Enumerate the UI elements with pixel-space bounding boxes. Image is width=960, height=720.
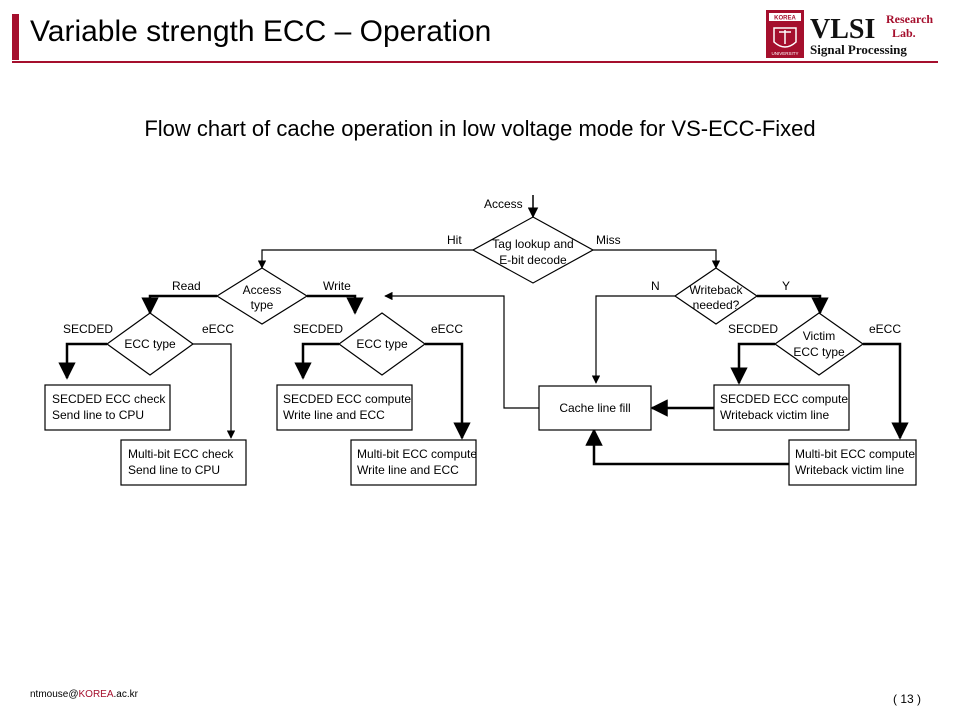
write-secded-arrow — [294, 342, 339, 380]
logo-signal-text: Signal Processing — [810, 42, 907, 57]
vlsi-lab-logo: KOREA UNIVERSITY VLSI Research Lab. Sign… — [766, 10, 933, 58]
slide-title: Variable strength ECC – Operation — [30, 15, 492, 48]
victim-secded-arrow — [730, 342, 775, 385]
secded-check-line2: Send line to CPU — [52, 408, 144, 422]
victim-ecc-type-diamond — [773, 312, 865, 376]
read-arrow — [141, 294, 217, 315]
write-arrow — [307, 294, 364, 315]
hit-arrow — [257, 249, 473, 269]
secded-compute-wb-line2: Writeback victim line — [720, 408, 829, 422]
fill-to-write-arrow — [384, 291, 539, 409]
write-ecc-type-label: ECC type — [356, 337, 408, 351]
title-accent-bar — [12, 14, 19, 60]
read-ecc-type-diamond — [105, 312, 195, 376]
multibit-check-line2: Send line to CPU — [128, 463, 220, 477]
write-eecc-arrow — [425, 342, 471, 440]
multibit-check-line1: Multi-bit ECC check — [128, 447, 234, 461]
writeback-needed-diamond — [673, 267, 759, 325]
secded-compute-wb-line1: SECDED ECC compute — [720, 392, 848, 406]
miss-arrow — [593, 249, 721, 269]
read-secded-label: SECDED — [63, 322, 113, 336]
logo-badge-bottom: UNIVERSITY — [771, 51, 798, 56]
footer-email: ntmouse@KOREA.ac.kr — [30, 689, 138, 700]
read-eecc-label: eECC — [202, 322, 234, 336]
victim-ecc-line1: Victim — [803, 329, 835, 343]
access-type-diamond — [215, 267, 309, 325]
victim-ecc-line2: ECC type — [793, 345, 845, 359]
multibit-compute-wb-line2: Writeback victim line — [795, 463, 904, 477]
write-ecc-type-diamond — [337, 312, 427, 376]
writeback-line2: needed? — [693, 298, 740, 312]
write-secded-label: SECDED — [293, 322, 343, 336]
flowchart-caption: Flow chart of cache operation in low vol… — [144, 116, 816, 141]
multibit-wb-to-fill-arrow — [585, 428, 789, 466]
tag-lookup-diamond — [471, 216, 595, 284]
multibit-compute-wb-line1: Multi-bit ECC compute — [795, 447, 915, 461]
hit-label: Hit — [447, 233, 462, 247]
miss-label: Miss — [596, 233, 621, 247]
write-eecc-label: eECC — [431, 322, 463, 336]
multibit-compute-write-line1: Multi-bit ECC compute — [357, 447, 477, 461]
write-label: Write — [323, 279, 351, 293]
cache-line-fill-box — [538, 385, 652, 431]
writeback-line1: Writeback — [689, 283, 743, 297]
footer-email-user: ntmouse@ — [30, 689, 79, 700]
tag-lookup-line2: E-bit decode — [499, 253, 567, 267]
title-underline — [12, 61, 938, 63]
logo-research-text: Research — [886, 12, 933, 26]
access-type-line2: type — [251, 298, 274, 312]
footer-email-suffix: .ac.kr — [113, 689, 138, 700]
writeback-no-label: N — [651, 279, 660, 293]
secded-compute-wb-box — [713, 384, 850, 431]
victim-eecc-arrow — [863, 342, 909, 440]
secded-compute-write-box — [276, 384, 413, 431]
tag-lookup-line1: Tag lookup and — [492, 237, 573, 251]
page-number: ( 13 ) — [893, 692, 922, 706]
read-eecc-arrow — [193, 343, 236, 439]
multibit-compute-wb-box — [788, 439, 917, 486]
footer-email-domain: KOREA — [78, 689, 114, 700]
victim-secded-label: SECDED — [728, 322, 778, 336]
multibit-compute-write-line2: Write line and ECC — [357, 463, 459, 477]
logo-lab-text: Lab. — [892, 26, 916, 40]
secded-compute-write-line1: SECDED ECC compute — [283, 392, 411, 406]
secded-compute-write-line2: Write line and ECC — [283, 408, 385, 422]
writeback-yes-label: Y — [782, 279, 790, 293]
victim-eecc-label: eECC — [869, 322, 901, 336]
logo-badge-top: KOREA — [774, 16, 796, 22]
access-label: Access — [484, 197, 523, 211]
read-label: Read — [172, 279, 201, 293]
access-type-line1: Access — [243, 283, 282, 297]
multibit-check-box — [120, 439, 247, 486]
read-ecc-type-label: ECC type — [124, 337, 176, 351]
writeback-no-arrow — [591, 295, 675, 384]
secded-check-line1: SECDED ECC check — [52, 392, 166, 406]
writeback-yes-arrow — [757, 294, 829, 315]
secded-check-box — [44, 384, 171, 431]
cache-line-fill-label: Cache line fill — [559, 401, 630, 415]
read-secded-arrow — [58, 342, 107, 380]
multibit-compute-write-box — [350, 439, 477, 486]
logo-vlsi-text: VLSI — [810, 14, 875, 45]
